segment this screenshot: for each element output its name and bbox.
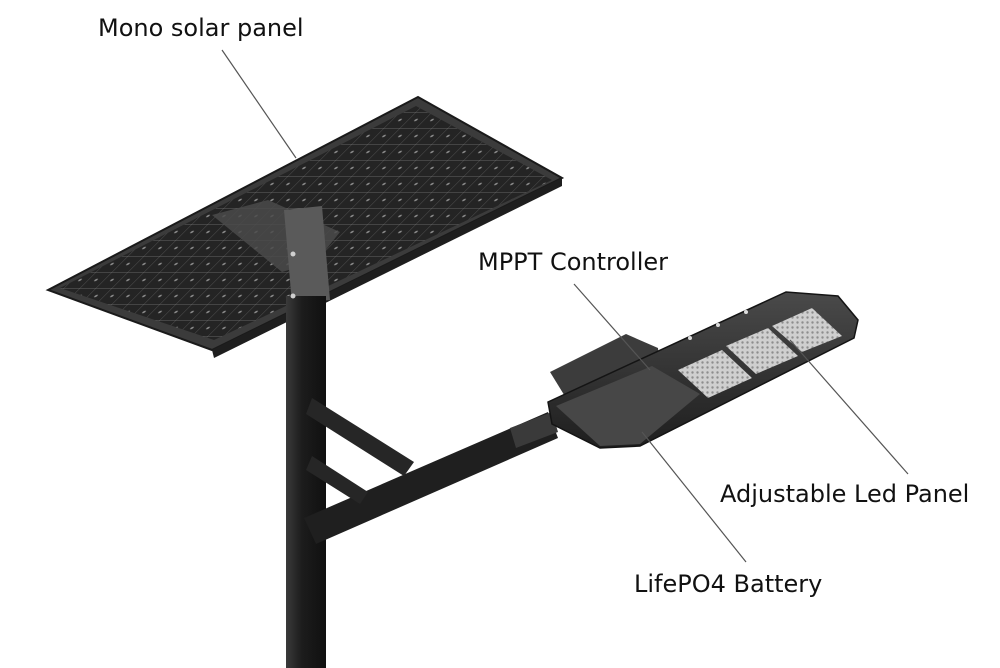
label-lifepo4-battery: LifePO4 Battery [634,570,823,598]
label-mppt-controller: MPPT Controller [478,248,668,276]
pole-shaft [286,296,326,668]
leader-line-led-panel [789,339,909,475]
pole-bolt [290,251,296,257]
lamp-arm [304,398,558,544]
lamp-screw [716,323,720,327]
battery-compartment [556,366,700,446]
lamp-head [547,291,859,449]
arm-lower-brace [306,456,368,504]
pole-bolt [290,293,296,299]
label-adjustable-led-panel: Adjustable Led Panel [720,480,970,508]
pole [284,206,330,668]
arm-upper-brace [306,398,414,476]
pole-top-bracket [284,206,330,304]
led-module-2 [726,328,798,374]
lamp-screw [688,336,692,340]
arm-main [304,412,558,544]
leader-line-solar-panel [221,49,297,159]
leader-line-mppt-controller [573,283,651,371]
led-module-3 [772,308,842,352]
lamp-screw [744,310,748,314]
arm-clamp [510,412,558,448]
label-mono-solar-panel: Mono solar panel [98,14,304,42]
led-module-1 [678,350,752,398]
leader-lines [221,49,909,563]
leader-line-battery [641,431,747,563]
